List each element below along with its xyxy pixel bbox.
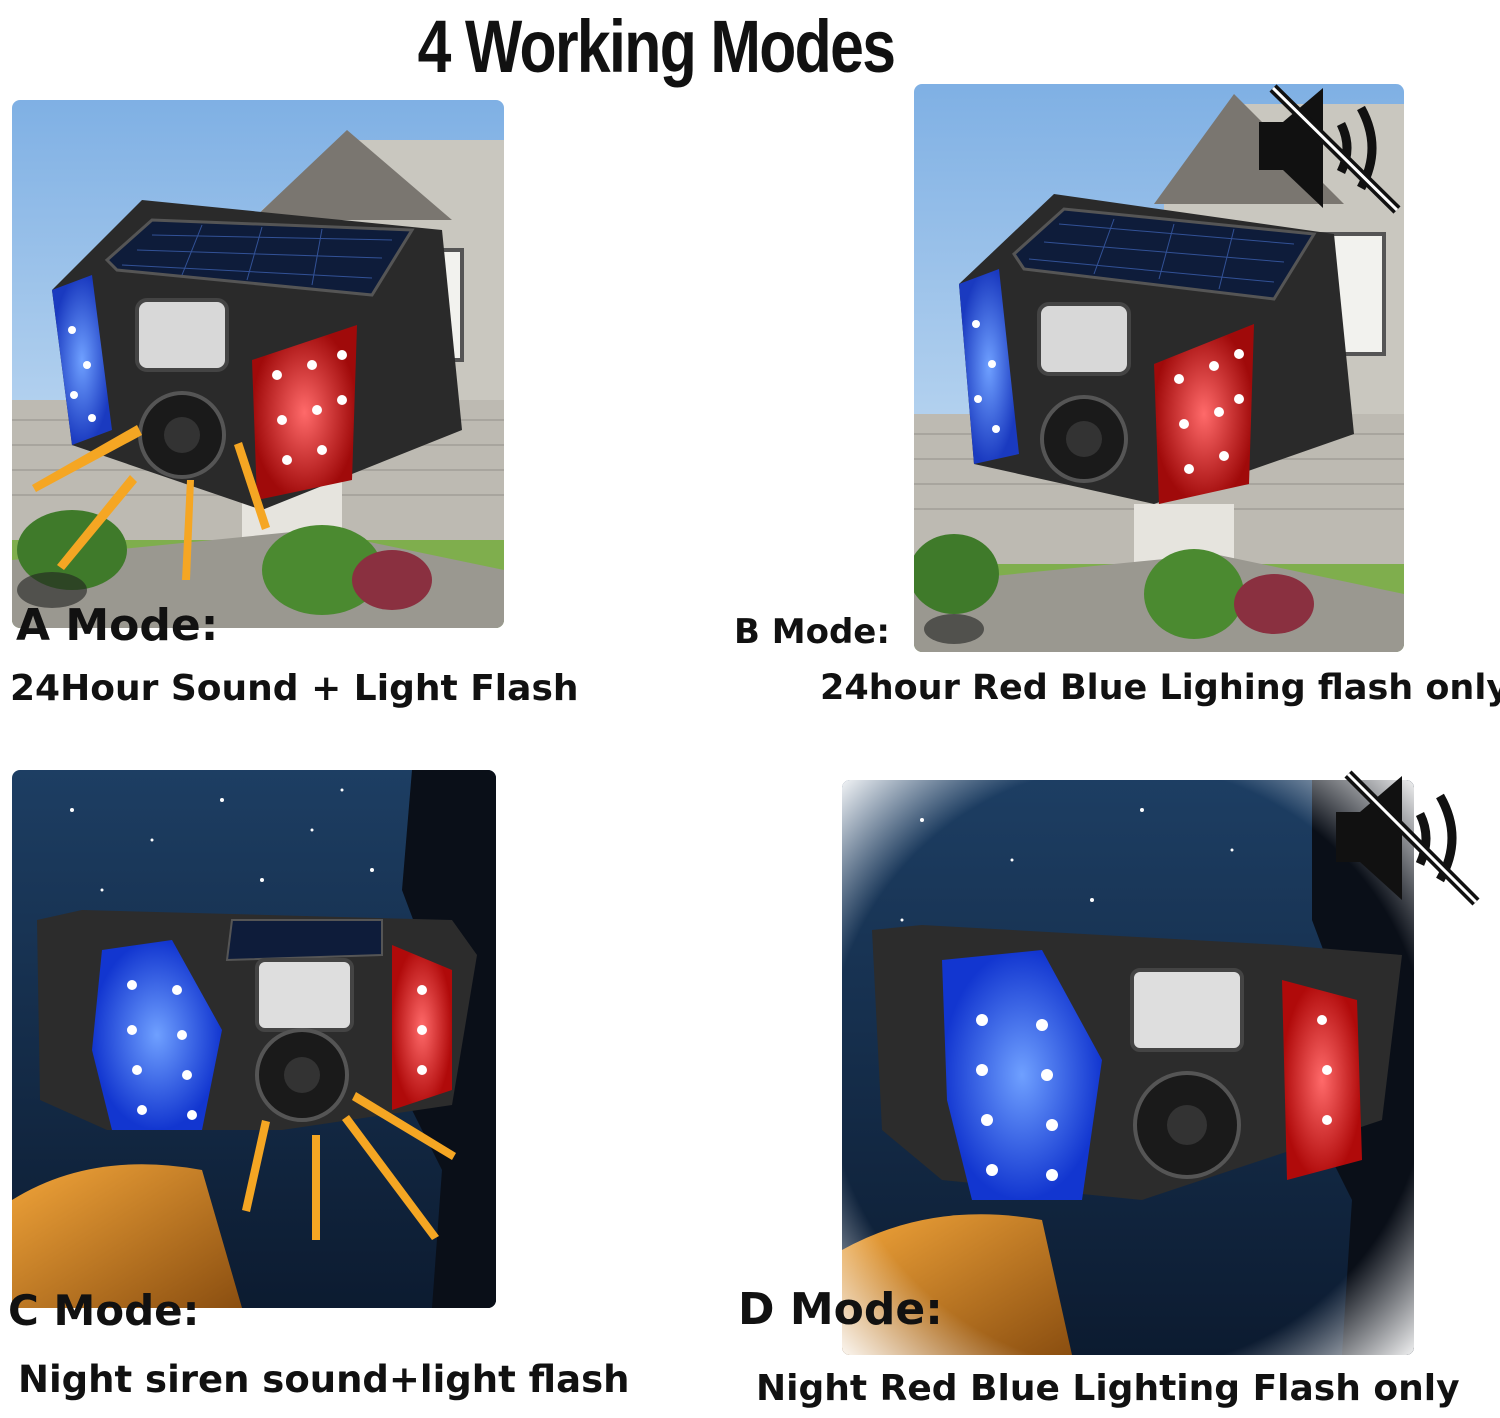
speaker-muted-icon bbox=[1253, 82, 1403, 214]
mode-d-image bbox=[842, 780, 1414, 1355]
mode-a-description: 24Hour Sound + Light Flash bbox=[10, 668, 579, 709]
mode-c-label: C Mode: bbox=[8, 1286, 200, 1335]
mode-c-image bbox=[12, 770, 496, 1308]
mode-b-label: B Mode: bbox=[734, 612, 890, 652]
mode-d-description: Night Red Blue Lighting Flash only bbox=[756, 1368, 1460, 1409]
mode-b-image bbox=[914, 84, 1404, 652]
speaker-muted-icon bbox=[1330, 768, 1482, 908]
page-title: 4 Working Modes bbox=[417, 5, 896, 88]
mode-d-label: D Mode: bbox=[738, 1284, 943, 1335]
mode-c-description: Night siren sound+light flash bbox=[18, 1358, 630, 1401]
mode-a-label: A Mode: bbox=[16, 600, 219, 651]
mode-b-description: 24hour Red Blue Lighing flash only bbox=[820, 668, 1500, 708]
mode-a-image bbox=[12, 100, 504, 628]
